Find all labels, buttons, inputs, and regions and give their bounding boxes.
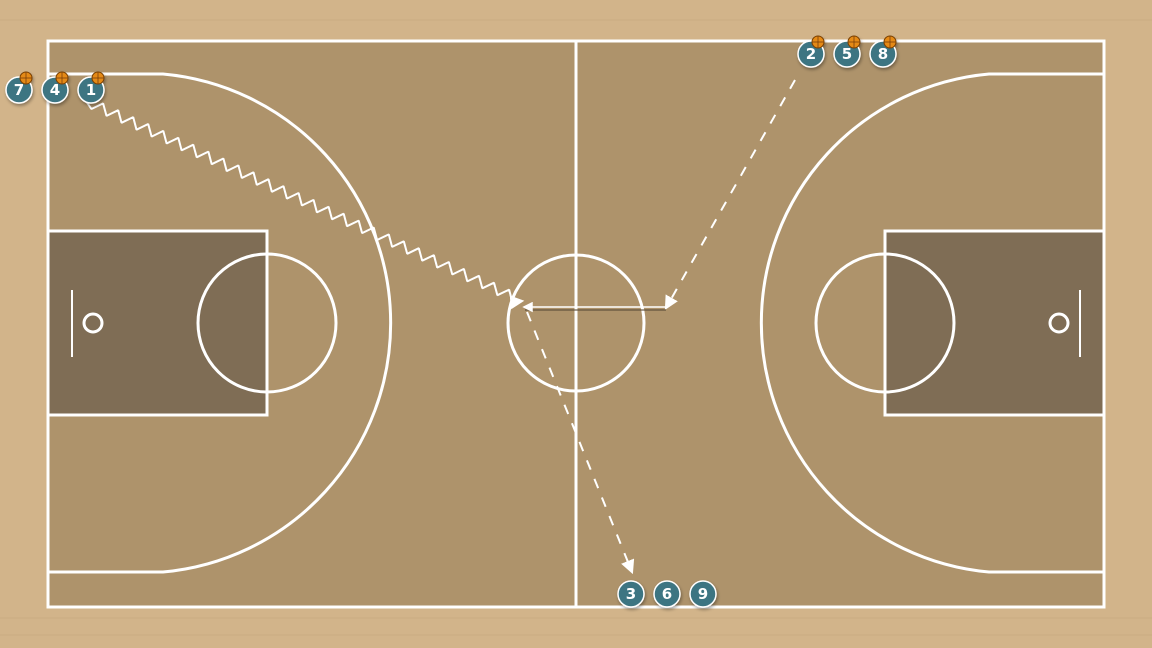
left-key <box>46 229 269 417</box>
player-6[interactable]: 6 <box>653 580 681 608</box>
center-circle <box>506 253 646 393</box>
left-paint <box>48 231 267 415</box>
player-number: 5 <box>842 45 852 63</box>
player-number: 3 <box>626 585 636 603</box>
player-5[interactable]: 5 <box>833 35 861 68</box>
player-1[interactable]: 1 <box>77 71 105 104</box>
player-9[interactable]: 9 <box>689 580 717 608</box>
left-three-point-line <box>48 72 393 574</box>
basketball-icon <box>847 35 861 49</box>
player-number: 2 <box>806 45 816 63</box>
player-8[interactable]: 8 <box>869 35 897 68</box>
right-three-point-line <box>759 72 1104 574</box>
basketball-icon <box>883 35 897 49</box>
cut-line-top-right <box>664 79 796 311</box>
right-paint <box>885 231 1104 415</box>
dribble-line <box>85 100 525 310</box>
player-2[interactable]: 2 <box>797 35 825 68</box>
player-number: 1 <box>86 81 96 99</box>
player-number: 7 <box>14 81 24 99</box>
basketball-icon <box>811 35 825 49</box>
right-free-throw-circle <box>814 252 956 394</box>
left-free-throw-circle <box>196 252 338 394</box>
player-number: 6 <box>662 585 672 603</box>
basketball-icon <box>19 71 33 85</box>
basketball-icon <box>55 71 69 85</box>
players-layer: 7 4 1 2 5 8 3 6 9 <box>5 35 897 608</box>
right-hoop <box>1048 312 1070 334</box>
player-token[interactable] <box>653 580 681 608</box>
player-4[interactable]: 4 <box>41 71 69 104</box>
left-hoop <box>82 312 104 334</box>
cut-line-to-bottom <box>526 311 635 575</box>
basketball-icon <box>91 71 105 85</box>
player-7[interactable]: 7 <box>5 71 33 104</box>
right-key <box>883 229 1106 417</box>
player-3[interactable]: 3 <box>617 580 645 608</box>
player-number: 9 <box>698 585 708 603</box>
player-token[interactable] <box>617 580 645 608</box>
floor-planks <box>0 19 1152 636</box>
player-token[interactable] <box>689 580 717 608</box>
player-number: 8 <box>878 45 888 63</box>
player-number: 4 <box>50 81 60 99</box>
